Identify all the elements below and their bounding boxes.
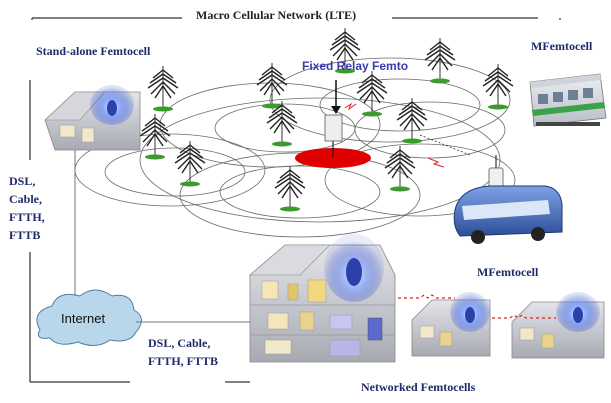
backhaul-left-line: Cable, [9, 192, 42, 206]
backhaul-left-line: DSL, [9, 174, 36, 188]
internet-label: Internet [61, 311, 106, 326]
backhaul-left-line: FTTB [9, 228, 41, 242]
standalone-femtocell-label: Stand-alone Femtocell [36, 44, 151, 58]
internet-cloud [36, 289, 142, 346]
networked-house-main [249, 234, 396, 363]
femto-links [398, 294, 556, 319]
train [529, 73, 607, 127]
backhaul-lines [74, 150, 250, 323]
frame-lines [29, 17, 561, 383]
networked-house-3 [511, 292, 605, 359]
backhaul-left-label: DSL, Cable, FTTH, FTTB [9, 172, 45, 244]
networked-house-2 [411, 292, 491, 357]
standalone-house [44, 85, 141, 151]
mfemtocell-mid-label: MFemtocell [477, 265, 539, 279]
fixed-relay-femto [295, 80, 371, 168]
coverage-ellipses [74, 57, 516, 238]
networked-femtocells-label: Networked Femtocells [361, 380, 476, 394]
backhaul-bottom-line: DSL, Cable, [148, 336, 211, 350]
backhaul-bottom-label: DSL, Cable, FTTH, FTTB [148, 334, 218, 370]
macro-network-title: Macro Cellular Network (LTE) [196, 8, 357, 22]
backhaul-bottom-line: FTTH, FTTB [148, 354, 219, 368]
mfemtocell-top-label: MFemtocell [531, 39, 593, 53]
bus [419, 134, 563, 244]
fixed-relay-femto-label: Fixed Relay Femto [302, 59, 409, 73]
backhaul-left-line: FTTH, [9, 210, 45, 224]
